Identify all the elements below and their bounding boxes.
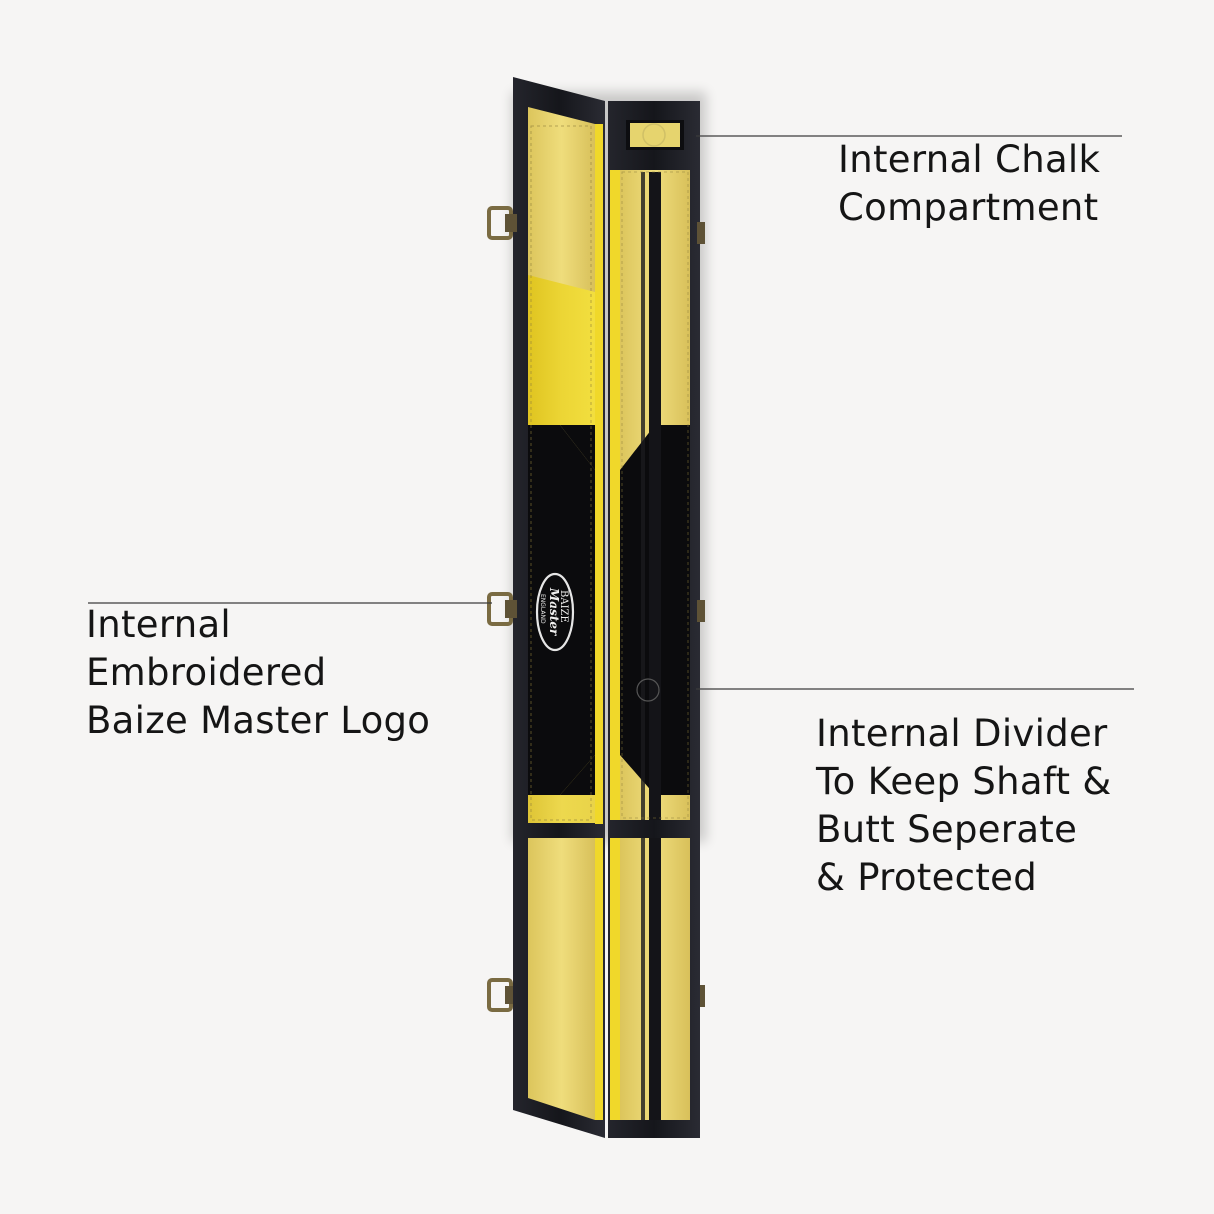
internal-divider	[649, 172, 661, 820]
leader-lines	[88, 135, 1134, 690]
lid-yellow-strip	[595, 124, 603, 824]
callout-divider-line-4: & Protected	[816, 856, 1037, 899]
latch-middle	[487, 592, 517, 626]
logo-text-3: ENGLAND	[539, 594, 546, 624]
callout-logo-line-2: Embroidered	[86, 651, 327, 694]
base-latch-bottom	[697, 985, 705, 1007]
latch-top	[487, 206, 517, 240]
base-latch-top	[697, 222, 705, 244]
chalk-marker	[642, 123, 666, 147]
case-base-right	[608, 101, 705, 1007]
latch-bottom	[487, 978, 517, 1012]
lid-yellow-band-top	[528, 275, 595, 425]
callout-embroidered-logo: Internal Embroidered Baize Master Logo	[86, 601, 430, 745]
logo-text-2: Master	[547, 587, 561, 637]
case-lid-left	[513, 77, 605, 838]
callout-divider-line-1: Internal Divider	[816, 712, 1108, 755]
base-latch-middle	[697, 600, 705, 622]
callout-divider-line-2: To Keep Shaft &	[816, 760, 1112, 803]
case-lower	[513, 838, 700, 1138]
baize-master-logo: BAIZE Master ENGLAND	[535, 572, 575, 652]
logo-text-1: BAIZE	[558, 590, 569, 623]
lid-black-band-edge	[560, 425, 595, 470]
callout-logo-line-3: Baize Master Logo	[86, 699, 431, 742]
divider-marker	[636, 678, 660, 702]
callout-internal-divider: Internal Divider To Keep Shaft & Butt Se…	[816, 710, 1112, 902]
callout-logo-line-1: Internal	[86, 603, 231, 646]
callout-divider-line-3: Butt Seperate	[816, 808, 1078, 851]
callout-chalk-compartment: Internal Chalk Compartment	[838, 136, 1100, 232]
callout-chalk-line-2: Compartment	[838, 186, 1099, 229]
callout-chalk-line-1: Internal Chalk	[838, 138, 1101, 181]
lid-latches	[487, 206, 517, 1012]
